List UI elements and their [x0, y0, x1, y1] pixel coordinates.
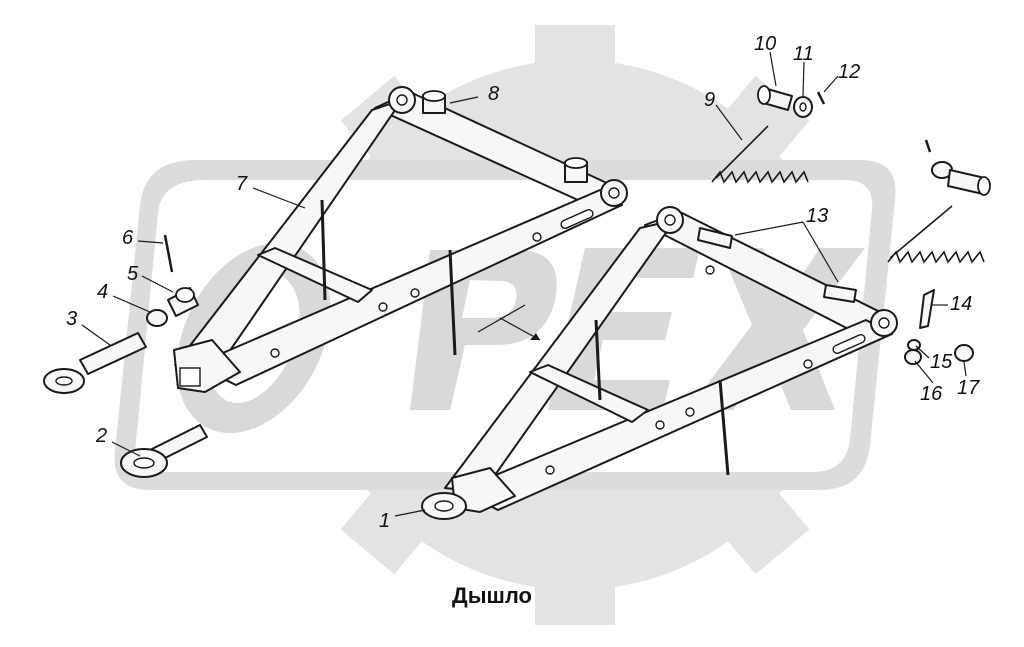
right-drawbar-frame — [421, 206, 898, 520]
callout-3: 3 — [66, 308, 77, 330]
part-13-pins — [697, 227, 857, 303]
callout-10: 10 — [754, 33, 776, 55]
part-3-eye-rod — [43, 332, 147, 394]
callout-14: 14 — [950, 293, 972, 315]
part-6-cotter-pin — [163, 234, 174, 273]
part-4-nut — [146, 309, 168, 327]
left-frame-stand-rod-2 — [448, 249, 457, 356]
part-10-pin — [757, 85, 793, 111]
watermark-letter-p — [410, 250, 557, 410]
callout-11: 11 — [793, 43, 814, 65]
part-16-nut — [904, 349, 922, 365]
callout-1: 1 — [379, 510, 390, 532]
callout-2: 2 — [95, 425, 107, 447]
callout-5: 5 — [127, 263, 139, 285]
callout-4: 4 — [97, 281, 108, 303]
callout-6: 6 — [122, 227, 134, 249]
right-frame-stand-rod-1 — [594, 319, 602, 401]
right-frame-cross-brace — [529, 364, 649, 423]
part-14-key — [919, 289, 935, 329]
callout-17: 17 — [957, 377, 980, 399]
callout-12: 12 — [838, 61, 860, 83]
part-2-eye-bolt — [120, 424, 208, 478]
part-17-nut — [954, 344, 974, 362]
callout-15: 15 — [930, 351, 953, 373]
callout-7: 7 — [236, 173, 248, 195]
left-drawbar-frame — [173, 86, 628, 393]
diagram-caption: Дышло — [452, 583, 532, 608]
leader-lines — [81, 51, 967, 517]
part-8-bushing — [422, 90, 446, 114]
callout-8: 8 — [488, 83, 499, 105]
part-5-sleeve — [167, 287, 199, 317]
callout-13: 13 — [806, 205, 828, 227]
right-pin-group — [924, 139, 991, 196]
callout-16: 16 — [920, 383, 943, 405]
left-frame-nose-socket — [179, 367, 201, 387]
right-frame-stand-rod-2 — [718, 379, 730, 476]
right-spring — [887, 205, 985, 264]
part-12-cotter — [816, 91, 826, 105]
callout-9: 9 — [704, 89, 715, 111]
watermark-letter-e — [548, 248, 700, 410]
bushing-loose — [564, 157, 588, 183]
part-9-spring — [711, 125, 809, 184]
left-frame-stand-rod-1 — [320, 199, 327, 301]
